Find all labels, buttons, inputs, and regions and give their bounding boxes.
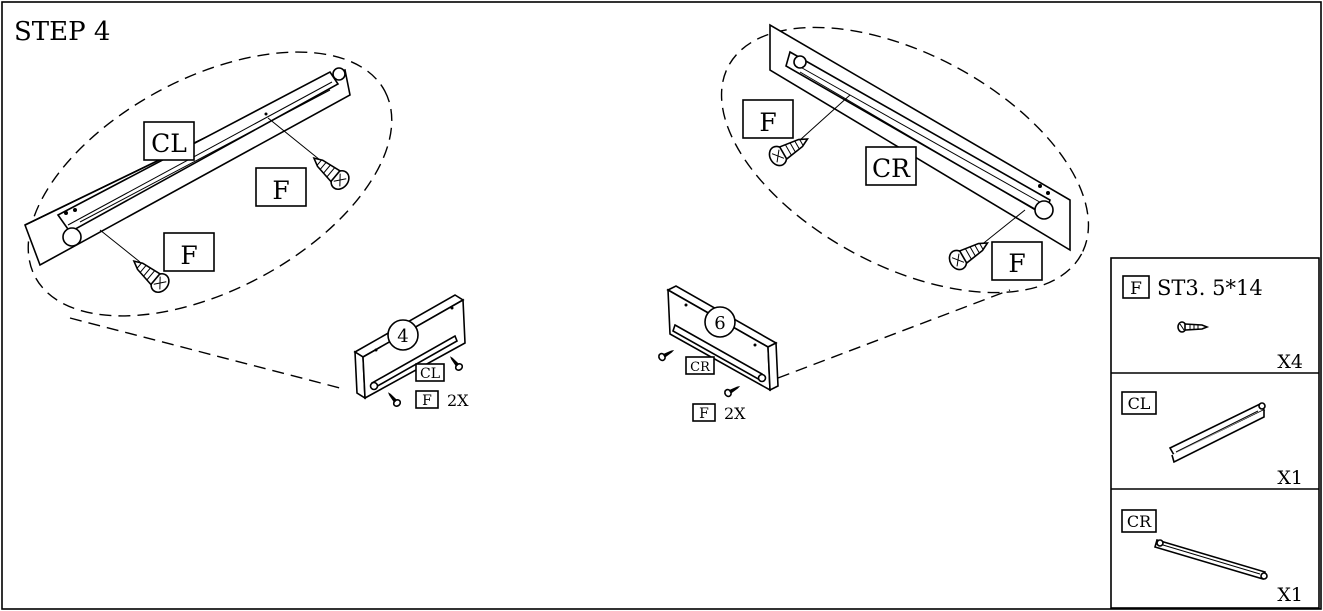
left-rail-wheel	[62, 227, 82, 247]
left-zoom-ellipse	[27, 51, 393, 317]
left-rail-label: CL	[151, 129, 187, 158]
right-screw-top-label: F	[759, 108, 776, 137]
panel-4-rail-tag: CL	[420, 366, 440, 382]
right-rail-label: CR	[872, 154, 911, 183]
panel-6-rail-tag: CR	[690, 360, 711, 375]
panel-6-qty: 2X	[724, 404, 746, 423]
panel-4-number: 4	[397, 326, 408, 347]
panel-4-assembly: 4 CL F 2X	[353, 294, 469, 410]
parts-screw-qty: X4	[1277, 351, 1303, 373]
parts-item-left-rail: CL X1	[1121, 391, 1303, 489]
parts-right-rail-tag: CR	[1127, 512, 1152, 531]
panel-4-screw-top-icon	[446, 353, 465, 373]
panel-4-screw-tag: F	[422, 393, 432, 409]
parts-left-rail-qty: X1	[1277, 467, 1303, 489]
step-title: STEP 4	[14, 17, 110, 47]
parts-right-rail-qty: X1	[1277, 584, 1303, 606]
panel-6-screw-top-icon	[656, 346, 677, 363]
parts-list: F ST3. 5*14 X4 CL X1	[1110, 257, 1320, 609]
panel-6-assembly: 6 CR F 2X	[656, 285, 779, 423]
left-screw-top-icon	[306, 149, 354, 194]
panel-4-number-circle	[387, 319, 419, 351]
panel-4-screw-bottom-icon	[384, 389, 403, 409]
parts-screw-tag: F	[1130, 279, 1142, 299]
parts-screw-spec: ST3. 5*14	[1157, 276, 1263, 300]
left-screw-top-label: F	[272, 176, 289, 205]
parts-right-rail-icon	[1154, 539, 1268, 580]
right-rail-wheel	[1034, 200, 1054, 220]
right-zoom-ellipse	[720, 26, 1090, 294]
panel-4-qty: 2X	[447, 391, 469, 410]
left-detail-zoom: CL F F	[23, 51, 393, 389]
panel-6-number: 6	[714, 313, 725, 334]
parts-item-screw: F ST3. 5*14 X4	[1122, 275, 1303, 373]
panel-6-screw-tag: F	[699, 406, 709, 422]
parts-left-rail-tag: CL	[1128, 394, 1151, 413]
parts-screw-icon	[1177, 321, 1210, 333]
parts-left-rail-icon	[1168, 402, 1266, 464]
panel-6-number-circle	[704, 306, 736, 338]
right-screw-bottom-label: F	[1008, 249, 1025, 278]
right-screw-bottom-icon	[945, 233, 994, 274]
right-detail-zoom: F CR F	[720, 23, 1090, 379]
parts-item-right-rail: CR X1	[1121, 509, 1303, 606]
left-screw-bottom-label: F	[180, 241, 197, 270]
panel-6-screw-bottom-icon	[722, 382, 743, 399]
